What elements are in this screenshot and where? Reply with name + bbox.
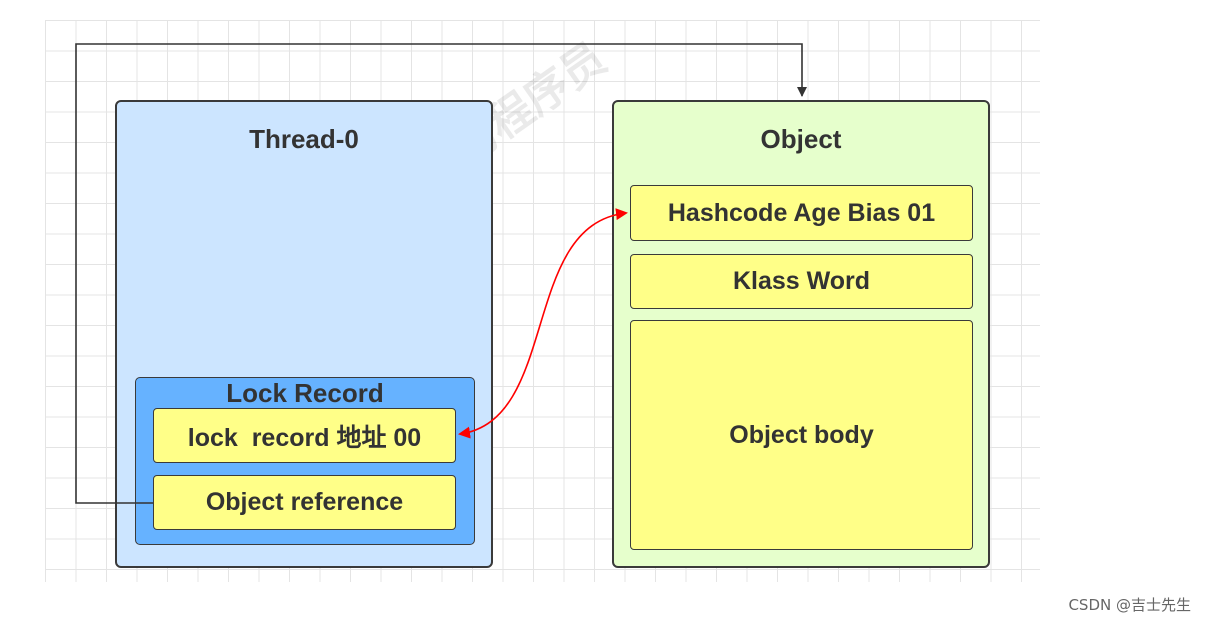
object-body-cell: Object body: [630, 320, 973, 550]
credit-text: CSDN @吉士先生: [1068, 596, 1191, 614]
object-title: Object: [760, 124, 842, 154]
mark-word-cell: Hashcode Age Bias 01: [630, 185, 973, 241]
klass-word-cell: Klass Word: [630, 254, 973, 309]
lock-record-title: Lock Record: [226, 378, 384, 408]
lock-record-address-cell: lock record 地址 00: [153, 408, 456, 463]
thread-title: Thread-0: [249, 124, 359, 154]
object-reference-cell: Object reference: [153, 475, 456, 530]
